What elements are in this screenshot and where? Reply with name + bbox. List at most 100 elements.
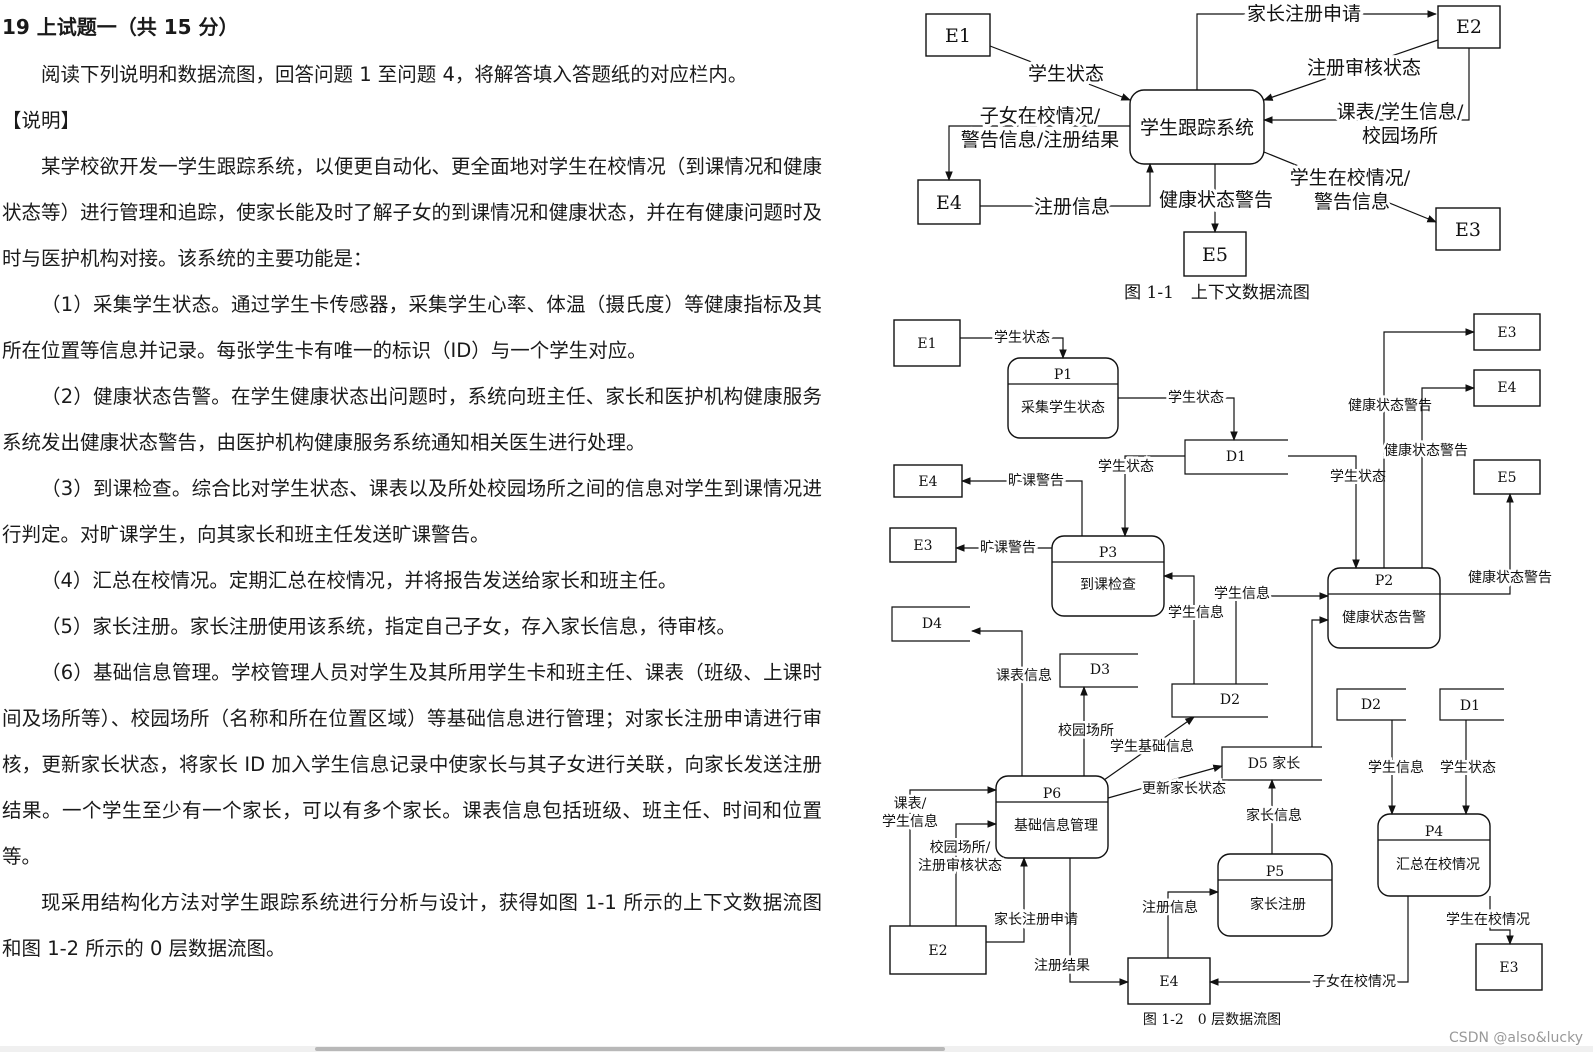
scrollbar-thumb[interactable] bbox=[315, 1047, 945, 1051]
entity-e4 bbox=[1127, 957, 1211, 1005]
flow-label: 更新家长状态 bbox=[1142, 780, 1226, 797]
entity-e3 bbox=[1473, 313, 1541, 351]
flow-line bbox=[960, 337, 1067, 359]
store-d3-label: D3 bbox=[1090, 662, 1110, 678]
flow-label: 健康状态警告 bbox=[1384, 442, 1468, 459]
flow-label: 注册结果 bbox=[1034, 958, 1090, 974]
entity-e5 bbox=[1473, 459, 1541, 495]
entity-e4-label: E4 bbox=[918, 474, 937, 490]
process-p4-name: 汇总在校情况 bbox=[1396, 856, 1480, 873]
flow-label: 注册信息 bbox=[1142, 899, 1198, 916]
flow-label: 校园场所 bbox=[1058, 722, 1114, 739]
flow-line bbox=[955, 820, 997, 926]
store-d5-label: D5 家长 bbox=[1248, 755, 1301, 772]
store-d1 bbox=[1439, 688, 1504, 721]
horizontal-scrollbar[interactable] bbox=[0, 1046, 1593, 1052]
system-process-label: 学生跟踪系统 bbox=[1140, 117, 1254, 139]
entity-e1 bbox=[893, 319, 961, 367]
flow-line bbox=[1288, 455, 1360, 569]
flow-label: 注册审核状态 bbox=[1307, 57, 1421, 79]
process-p1-name: 采集学生状态 bbox=[1021, 399, 1105, 416]
paragraph: 某学校欲开发一学生跟踪系统，以便更自动化、更全面地对学生在校情况（到课情况和健康… bbox=[2, 155, 822, 270]
process-p1-id: P1 bbox=[1054, 367, 1072, 383]
flow-label: 学生状态 bbox=[1440, 760, 1496, 776]
store-d1-label: D1 bbox=[1226, 449, 1246, 465]
flow-line bbox=[989, 45, 1131, 101]
flow-label: 旷课警告 bbox=[980, 540, 1036, 556]
flow-line bbox=[1263, 151, 1437, 223]
flow-line bbox=[961, 477, 1083, 536]
flow-label: 健康状态警告 bbox=[1468, 569, 1552, 586]
figure-1-2-caption: 图 1-2 0 层数据流图 bbox=[1143, 1012, 1281, 1028]
flow-label: 学生信息 bbox=[1368, 759, 1424, 776]
entity-e4-label: E4 bbox=[1159, 974, 1178, 990]
flow-label: 学生状态 bbox=[1330, 469, 1386, 485]
entity-e4-label: E4 bbox=[936, 192, 962, 214]
process-p6 bbox=[995, 775, 1109, 859]
paragraph: （6）基础信息管理。学校管理人员对学生及其所用学生卡和班主任、课表（班级、上课时… bbox=[2, 661, 822, 868]
process-p6-name: 基础信息管理 bbox=[1014, 817, 1098, 834]
paragraph: （1）采集学生状态。通过学生卡传感器，采集学生心率、体温（摄氏度）等健康指标及其… bbox=[2, 293, 822, 362]
flow-label: 注册审核状态 bbox=[918, 858, 1002, 874]
entity-e1-label: E1 bbox=[917, 336, 936, 352]
process-p3-id: P3 bbox=[1099, 545, 1117, 561]
entity-e5 bbox=[1183, 231, 1247, 277]
store-d3 bbox=[1059, 653, 1138, 688]
flow-line bbox=[1489, 896, 1514, 945]
flow-label: 警告信息/注册结果 bbox=[961, 129, 1119, 151]
diagram-column: E1 E2 E3 E4 E5 学生跟踪系统 家长注册申请 学生状态 注册审核状态… bbox=[860, 0, 1593, 1052]
store-d4 bbox=[891, 606, 970, 642]
entity-e3 bbox=[889, 527, 957, 563]
flow-label: 学生状态 bbox=[1028, 63, 1104, 85]
flow-label: 家长注册申请 bbox=[1247, 3, 1361, 25]
flow-label: 学生信息 bbox=[1168, 604, 1224, 621]
entity-e5-label: E5 bbox=[1497, 470, 1516, 486]
store-d2 bbox=[1336, 688, 1406, 721]
flow-line bbox=[1069, 858, 1129, 986]
flow-label: 学生基础信息 bbox=[1110, 738, 1194, 755]
flow-line bbox=[1163, 572, 1195, 684]
flow-line bbox=[980, 163, 1154, 207]
paragraph: （3）到课检查。综合比对学生状态、课表以及所处校园场所之间的信息对学生到课情况进… bbox=[2, 477, 822, 546]
process-p5-id: P5 bbox=[1266, 864, 1284, 880]
flow-label: 警告信息 bbox=[1314, 191, 1390, 213]
process-p2-name: 健康状态告警 bbox=[1342, 609, 1426, 626]
entity-e4 bbox=[917, 179, 981, 225]
figure-1-1-caption: 图 1-1 上下文数据流图 bbox=[1124, 283, 1310, 303]
store-d1-label: D1 bbox=[1460, 698, 1480, 714]
flow-line bbox=[1209, 896, 1409, 986]
flow-label: 健康状态警告 bbox=[1159, 189, 1273, 211]
flow-label: 学生状态 bbox=[994, 330, 1050, 346]
process-p6-id: P6 bbox=[1043, 786, 1061, 802]
flow-label: 学生在校情况/ bbox=[1290, 167, 1411, 189]
flow-label: 课表/学生信息/ bbox=[1337, 101, 1464, 123]
flow-label: 旷课警告 bbox=[1008, 473, 1064, 489]
flow-label: 学生状态 bbox=[1098, 459, 1154, 475]
entity-e3-label: E3 bbox=[1497, 325, 1516, 341]
store-d2-label: D2 bbox=[1361, 697, 1381, 713]
flow-label: 校园场所 bbox=[1362, 125, 1438, 147]
flow-label: 注册信息 bbox=[1034, 196, 1110, 218]
flow-label: 健康状态警告 bbox=[1348, 397, 1432, 414]
flow-label: 学生在校情况 bbox=[1446, 911, 1530, 928]
paragraph: （4）汇总在校情况。定期汇总在校情况，并将报告发送给家长和班主任。 bbox=[41, 569, 678, 592]
flow-label: 学生信息 bbox=[1214, 585, 1270, 602]
flow-label: 子女在校情况/ bbox=[980, 105, 1101, 127]
paragraph: 现采用结构化方法对学生跟踪系统进行分析与设计，获得如图 1-1 所示的上下文数据… bbox=[2, 891, 822, 960]
entity-e3-label: E3 bbox=[1455, 219, 1481, 241]
flow-line bbox=[1196, 10, 1437, 90]
flow-line bbox=[1167, 888, 1219, 958]
entity-e2-label: E2 bbox=[1456, 16, 1482, 38]
flow-line bbox=[1383, 328, 1475, 568]
flow-label: 家长信息 bbox=[1246, 807, 1302, 824]
process-p5-name: 家长注册 bbox=[1250, 896, 1306, 913]
flow-line bbox=[1235, 592, 1329, 684]
process-p4 bbox=[1377, 813, 1491, 897]
flow-label: 课表信息 bbox=[996, 667, 1052, 684]
flow-label: 家长注册申请 bbox=[994, 911, 1078, 928]
entity-e2 bbox=[889, 925, 987, 975]
flow-label: 学生信息 bbox=[882, 813, 938, 830]
question-title: 19 上试题一（共 15 分） bbox=[2, 15, 239, 39]
section-label: 【说明】 bbox=[2, 109, 81, 132]
flow-line bbox=[1263, 48, 1470, 124]
